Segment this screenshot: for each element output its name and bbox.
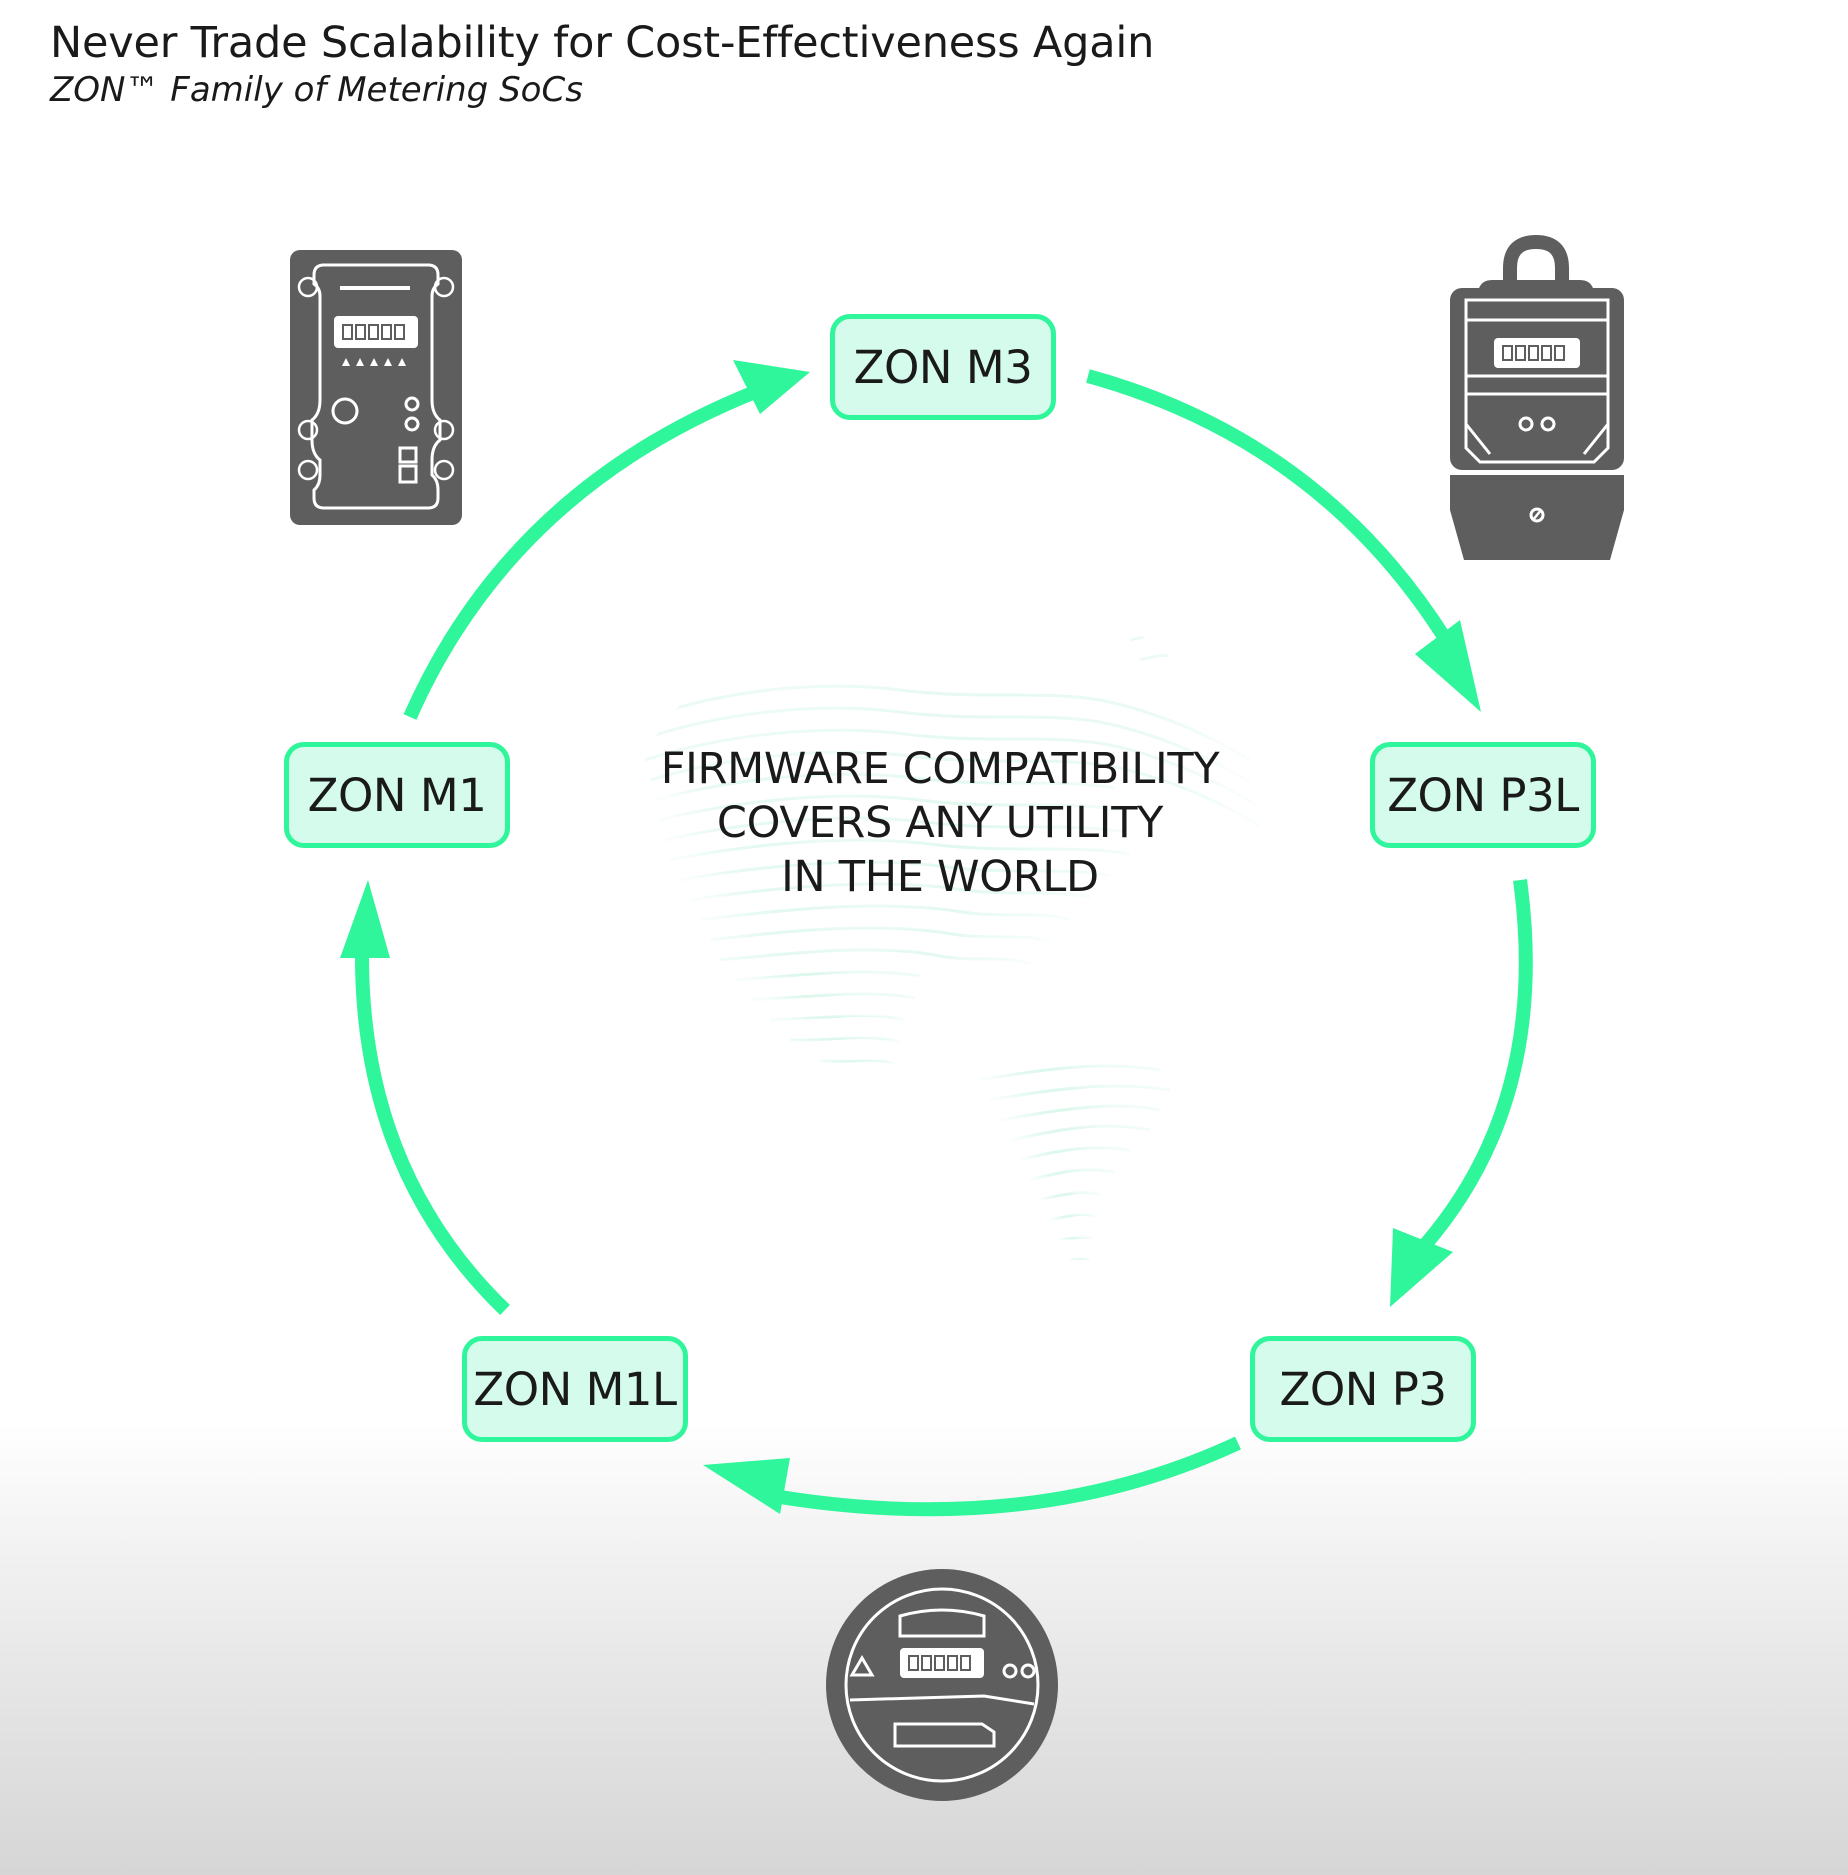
node-zon-p3: ZON P3 <box>1250 1336 1476 1442</box>
cycle-arrows <box>354 369 1533 1517</box>
arrowhead-m3 <box>733 360 810 414</box>
globe-background <box>639 634 1261 1262</box>
arrowhead-p3l <box>1415 620 1481 712</box>
arrow-p3-to-m1l <box>766 1436 1241 1517</box>
page-title: Never Trade Scalability for Cost-Effecti… <box>50 18 1155 68</box>
arrow-p3l-to-p3 <box>1419 879 1533 1250</box>
node-zon-m1: ZON M1 <box>284 742 510 848</box>
center-line-3: IN THE WORLD <box>781 852 1099 902</box>
arrow-m3-to-p3l <box>1086 369 1452 644</box>
center-line-2: COVERS ANY UTILITY <box>716 798 1164 848</box>
panel-meter-icon <box>290 250 462 525</box>
hanging-meter-icon <box>1450 234 1624 560</box>
arrow-m1-to-m3 <box>403 385 758 720</box>
arrow-heads <box>340 360 1481 1514</box>
center-line-1: FIRMWARE COMPATIBILITY <box>660 744 1220 794</box>
arrowhead-m1l <box>703 1458 790 1514</box>
round-meter-icon <box>826 1569 1058 1801</box>
node-zon-m1l: ZON M1L <box>462 1336 688 1442</box>
center-caption: FIRMWARE COMPATIBILITY COVERS ANY UTILIT… <box>560 742 1320 904</box>
arrowhead-p3 <box>1390 1228 1453 1307</box>
node-zon-m3: ZON M3 <box>830 314 1056 420</box>
arrow-m1l-to-m1 <box>354 949 510 1316</box>
page-subtitle: ZON™ Family of Metering SoCs <box>50 70 583 110</box>
node-zon-p3l: ZON P3L <box>1370 742 1596 848</box>
arrowhead-m1 <box>340 880 390 958</box>
